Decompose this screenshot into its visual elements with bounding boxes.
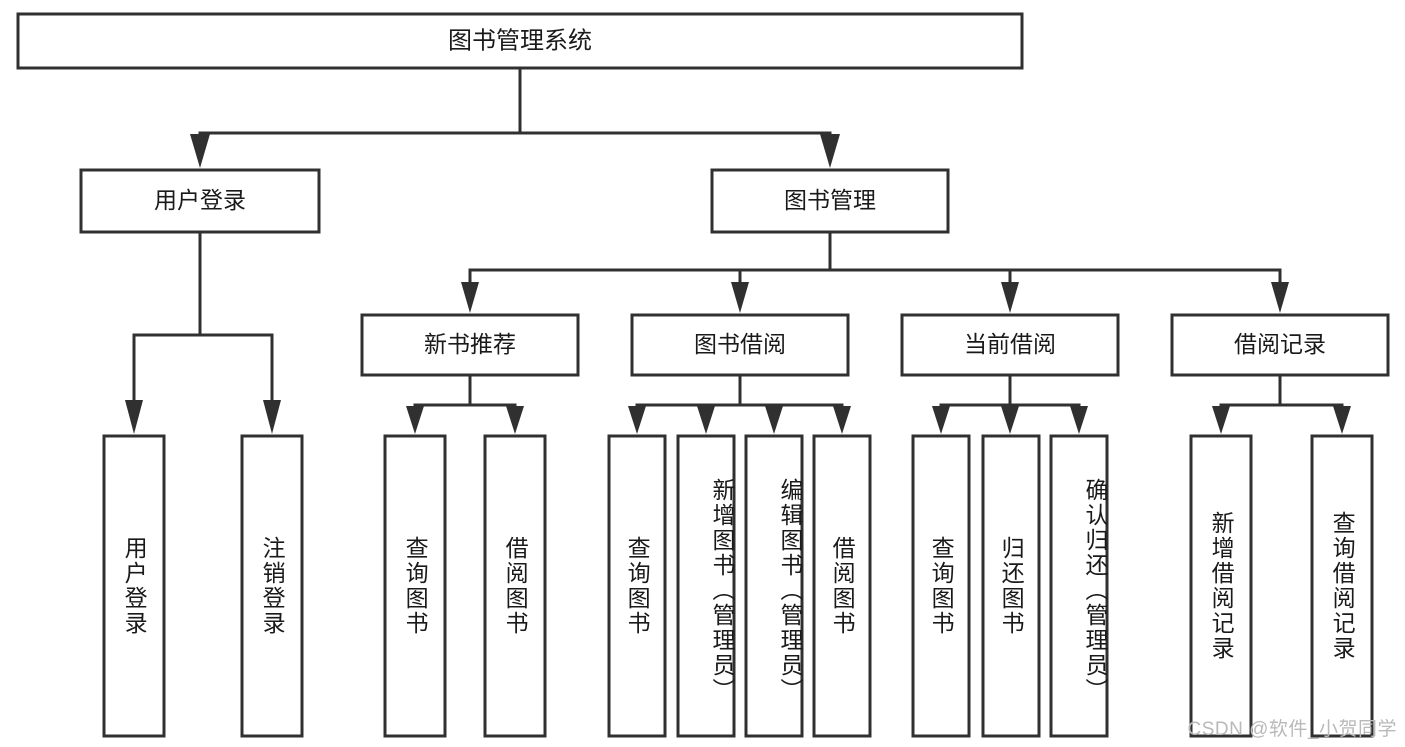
- node-root-label: 图书管理系统: [448, 27, 592, 54]
- arrowhead-to-book-borrow: [731, 282, 749, 313]
- node-new-book-recommend-label: 新书推荐: [424, 331, 516, 357]
- node-new-book-recommend[interactable]: 新书推荐: [360, 313, 580, 377]
- arrowhead-leaf-return-book: [1001, 406, 1019, 434]
- arrowhead-to-current-borrow: [1001, 282, 1019, 313]
- arrowhead-leaf-borrow-book-2: [833, 406, 851, 434]
- node-borrow-record[interactable]: 借阅记录: [1170, 313, 1390, 377]
- arrowhead-leaf-add-record: [1212, 406, 1230, 434]
- node-root[interactable]: 图书管理系统: [16, 12, 1024, 70]
- connector-current-borrow-to-leaves: [932, 373, 1088, 434]
- connector-book-manage-to-level3: [461, 230, 1289, 313]
- arrowhead-leaf-user-login: [125, 400, 143, 434]
- node-current-borrow-box: [900, 313, 1120, 377]
- arrowhead-leaf-add-book: [697, 406, 715, 434]
- node-book-manage-box: [710, 168, 950, 234]
- arrowhead-leaf-query-record: [1333, 406, 1351, 434]
- node-book-borrow[interactable]: 图书借阅: [630, 313, 850, 377]
- csdn-watermark: CSDN @软件_小贺同学: [1187, 719, 1397, 740]
- arrowhead-to-borrow-record: [1271, 282, 1289, 313]
- node-book-manage[interactable]: 图书管理: [710, 168, 950, 234]
- arrowhead-to-book-manage: [820, 134, 840, 168]
- node-user-login[interactable]: 用户登录: [79, 168, 321, 234]
- node-book-borrow-label: 图书借阅: [694, 331, 786, 357]
- connector-new-book-recommend-to-leaves: [406, 373, 524, 434]
- arrowhead-leaf-query-book-2: [628, 406, 646, 434]
- arrowhead-leaf-query-book-1: [406, 406, 424, 434]
- node-current-borrow[interactable]: 当前借阅: [900, 313, 1120, 377]
- leaf-box-confirm-return[interactable]: [1049, 434, 1109, 738]
- node-book-borrow-box: [630, 313, 850, 377]
- connector-borrow-record-to-leaves: [1212, 373, 1351, 434]
- leaf-box-add-record[interactable]: [1189, 434, 1253, 738]
- leaf-box-borrow-book-2[interactable]: [812, 434, 872, 738]
- node-borrow-record-box: [1170, 313, 1390, 377]
- arrowhead-to-user-login: [190, 134, 210, 168]
- node-root-box: [16, 12, 1024, 70]
- node-book-manage-label: 图书管理: [784, 187, 876, 213]
- leaf-box-query-record[interactable]: [1310, 434, 1374, 738]
- leaf-box-return-book[interactable]: [981, 434, 1041, 738]
- leaf-box-add-book[interactable]: [676, 434, 736, 738]
- connector-book-borrow-to-leaves: [628, 373, 851, 434]
- node-new-book-recommend-box: [360, 313, 580, 377]
- arrowhead-leaf-borrow-book-1: [506, 406, 524, 434]
- arrowhead-to-new-book-recommend: [461, 282, 479, 313]
- arrowhead-leaf-query-book-3: [932, 406, 950, 434]
- node-user-login-label: 用户登录: [154, 187, 246, 213]
- arrowhead-leaf-edit-book: [765, 406, 783, 434]
- leaf-box-edit-book[interactable]: [744, 434, 804, 738]
- leaf-box-query-book-2[interactable]: [607, 434, 667, 738]
- connector-user-login-to-leaves: [125, 230, 281, 434]
- arrowhead-leaf-logout: [263, 400, 281, 434]
- arrowhead-leaf-confirm-return: [1070, 406, 1088, 434]
- node-borrow-record-label: 借阅记录: [1234, 331, 1326, 357]
- connector-root-to-level2: [190, 66, 840, 168]
- leaf-box-user-login[interactable]: [102, 434, 166, 738]
- leaf-box-borrow-book-1[interactable]: [483, 434, 547, 738]
- leaf-box-query-book-1[interactable]: [383, 434, 447, 738]
- leaf-box-query-book-3[interactable]: [911, 434, 971, 738]
- leaf-boxes-group: [102, 434, 1374, 738]
- node-current-borrow-label: 当前借阅: [964, 331, 1056, 357]
- leaf-box-logout[interactable]: [240, 434, 304, 738]
